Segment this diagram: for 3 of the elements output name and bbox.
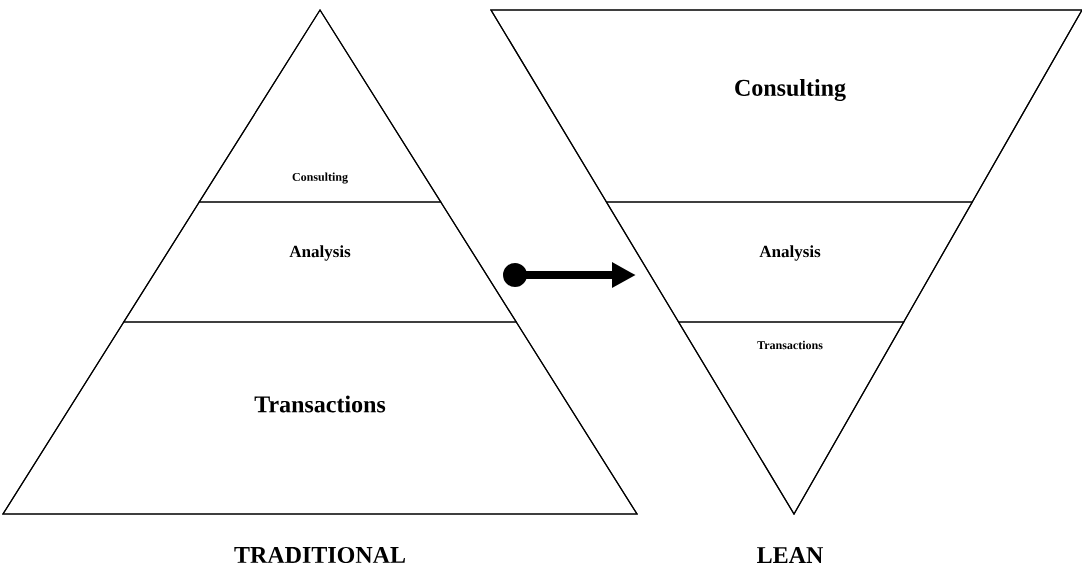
node-label: LEAN	[757, 547, 824, 563]
node-label: TRADITIONAL	[234, 546, 405, 564]
pyramid-band: Analysis	[605, 201, 974, 323]
